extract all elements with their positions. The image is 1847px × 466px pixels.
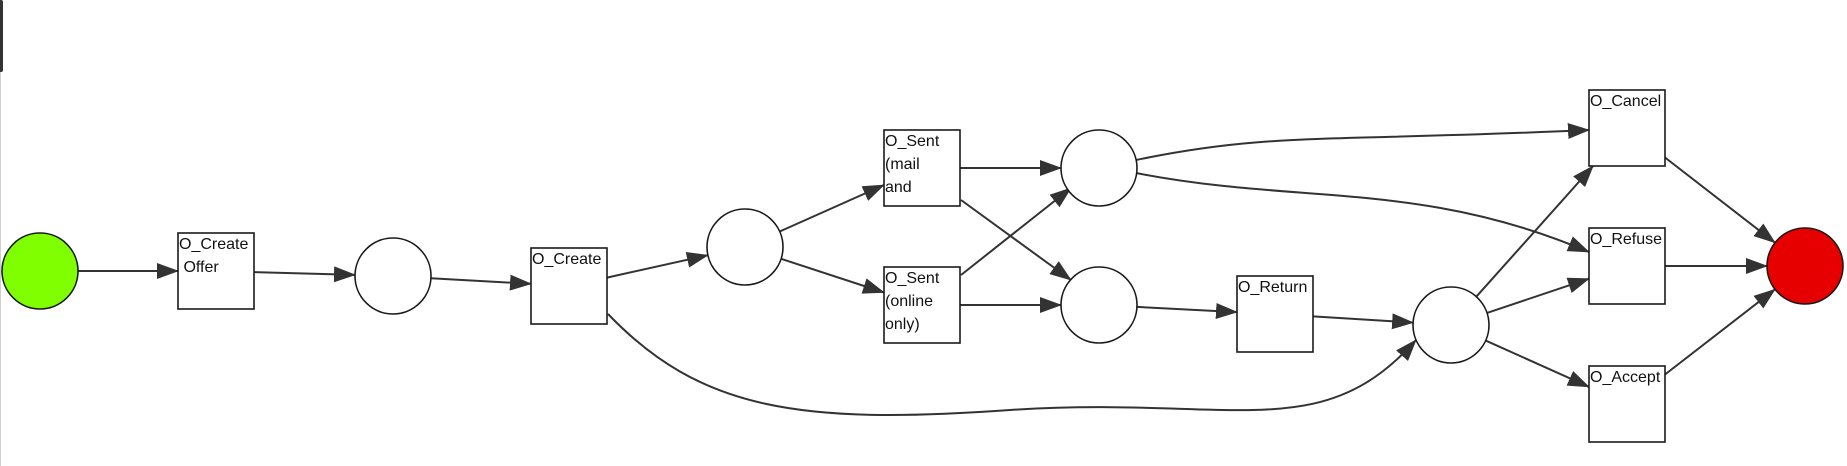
transition-label-line: and <box>885 179 912 196</box>
place-p1[interactable] <box>354 237 432 315</box>
arc-cancelled-to-end <box>1664 156 1776 244</box>
arcs <box>78 122 1776 416</box>
end-place[interactable] <box>1766 227 1844 305</box>
arc-p5-to-cancelled <box>1475 165 1594 298</box>
transition-label-line: (mail <box>885 156 920 173</box>
transition-box <box>1588 365 1666 443</box>
transition-box <box>1588 89 1666 167</box>
transition-label-line: (online <box>885 293 933 310</box>
transition-sent-online[interactable]: O_Sent (online only) <box>883 266 961 344</box>
arc-p5-to-refused <box>1486 277 1590 314</box>
place-p4[interactable] <box>1060 266 1138 344</box>
arc-p2-to-sent-online <box>780 257 885 294</box>
transition-create-offer[interactable]: O_Create Offer <box>177 232 255 310</box>
start-place[interactable] <box>1 232 79 310</box>
arc-p5-to-accepted <box>1485 339 1590 388</box>
transition-label-line: O_Create <box>532 251 601 268</box>
transition-box <box>177 232 255 310</box>
transition-label-line: O_Sent <box>885 133 940 150</box>
arc-sent-online-to-p3 <box>960 187 1072 276</box>
arc-create-offer-to-p1 <box>253 266 356 283</box>
transition-label-line: Offer <box>179 259 219 276</box>
transition-box <box>883 266 961 344</box>
transition-label-line: O_Accept <box>1590 369 1661 386</box>
arc-p3-to-cancelled <box>1135 122 1590 161</box>
transition-box <box>883 129 961 207</box>
transition-label-line: O_Return <box>1238 279 1307 296</box>
transition-sent-mail[interactable]: O_Sent (mail and <box>883 129 961 207</box>
transition-label-line: O_Cancel <box>1590 93 1661 110</box>
transition-box <box>1588 227 1666 305</box>
transition-cancelled[interactable]: O_Cancel <box>1588 89 1666 167</box>
scrollbar-handle[interactable] <box>0 0 3 72</box>
place-p3[interactable] <box>1060 129 1138 207</box>
transition-box <box>1236 275 1314 353</box>
arc-p4-to-returned <box>1136 303 1238 319</box>
arc-sent-mail-to-p4 <box>960 199 1072 281</box>
arc-returned-to-p5 <box>1312 313 1415 330</box>
arc-accepted-to-end <box>1664 288 1776 376</box>
transition-returned[interactable]: O_Return <box>1236 275 1314 353</box>
place-p2[interactable] <box>706 208 784 286</box>
transition-label-line: O_Sent <box>885 270 940 287</box>
transition-accepted[interactable]: O_Accept <box>1588 365 1666 443</box>
canvas-left-border <box>0 0 1 466</box>
arc-created-to-p2 <box>606 251 709 279</box>
arc-p2-to-sent-mail <box>779 184 885 233</box>
arc-created-to-p5 <box>607 313 1417 416</box>
transition-box <box>530 247 608 325</box>
transition-label-line: O_Refuse <box>1590 231 1662 248</box>
arc-p1-to-created <box>430 274 532 291</box>
arc-p3-to-refused <box>1135 172 1590 253</box>
transition-refused[interactable]: O_Refuse <box>1588 227 1666 305</box>
transition-created[interactable]: O_Create <box>530 247 608 325</box>
transition-label-line: O_Create <box>179 236 248 253</box>
transition-label-line: only) <box>885 316 920 333</box>
place-p5[interactable] <box>1412 286 1490 364</box>
